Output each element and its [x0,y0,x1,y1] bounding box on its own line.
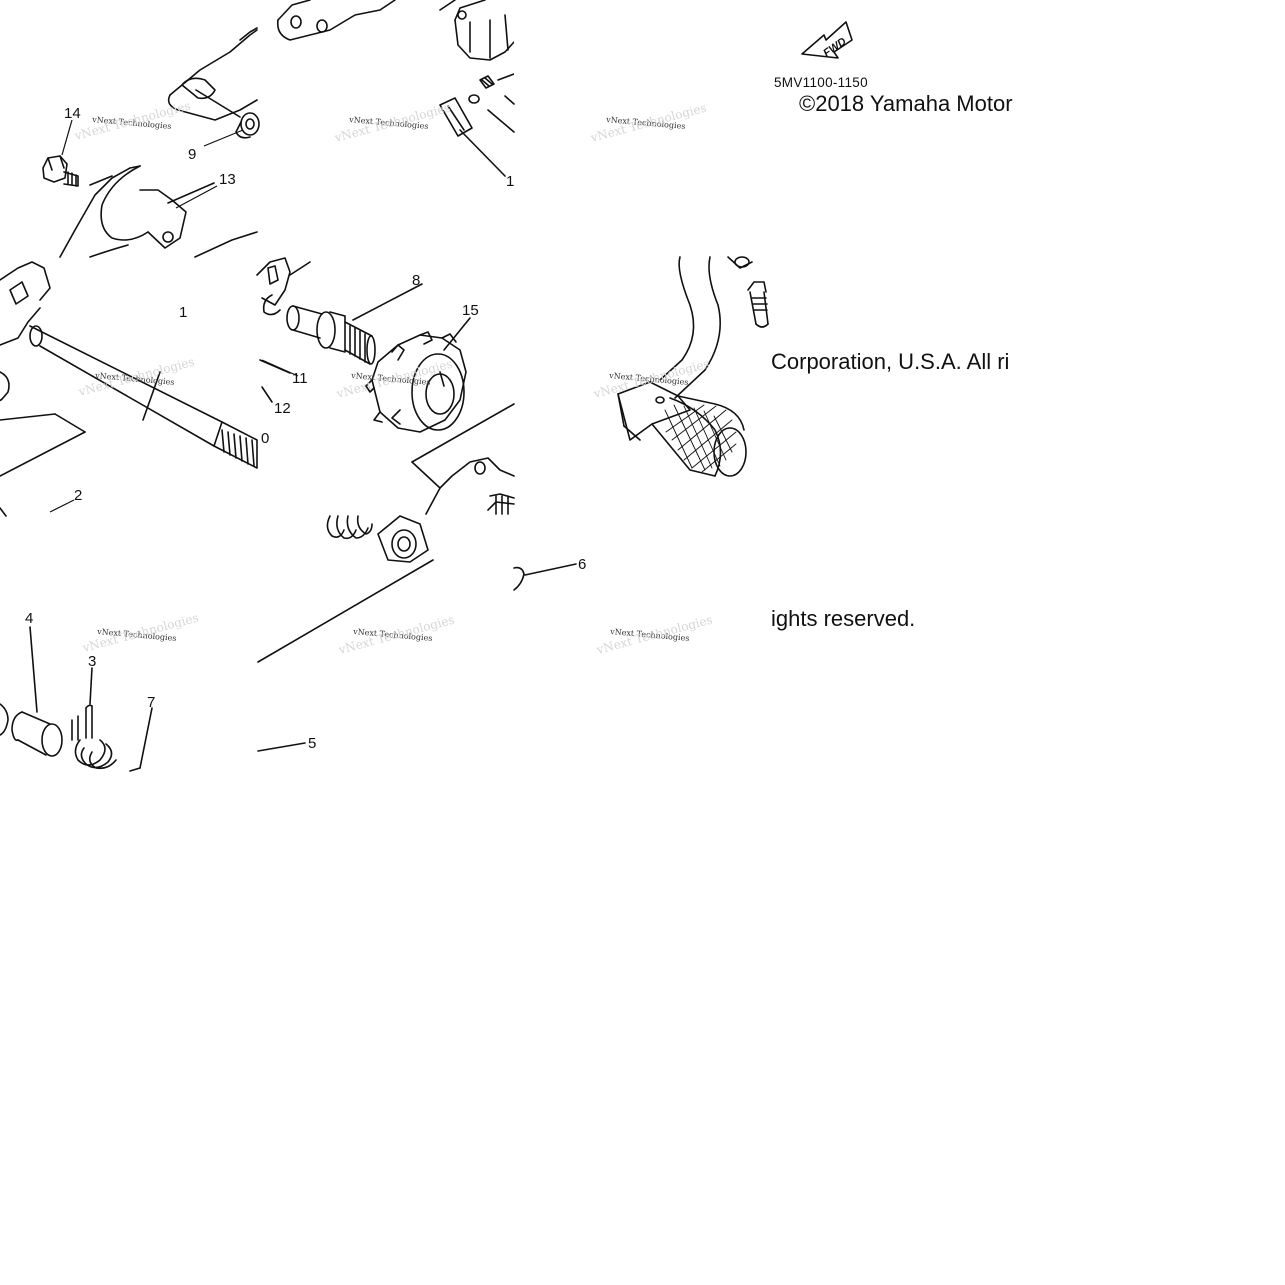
bracket-plate-drawing [276,0,396,41]
callout-3: 3 [88,653,96,670]
callout-6: 6 [578,556,586,573]
shift-arm-13-drawing [59,165,258,258]
knurled-pedal-rubber-drawing [664,404,737,473]
watermark-faint-1: vNext Technologies [72,99,192,144]
callout-16: 1 [506,173,514,190]
callout-11: 11 [292,370,308,387]
fwd-arrow-icon [801,21,853,59]
segment-pin-8-drawing [286,283,423,365]
bolt-14-drawing [42,155,79,187]
callout-15: 15 [462,302,479,319]
spring-7-drawing [74,707,153,772]
callout-2: 2 [74,487,82,504]
part-code: 5MV1100-1150 [774,75,868,90]
shift-pedal-drawing [617,256,769,477]
callout-5: 5 [308,735,316,752]
callout-8: 8 [412,272,420,289]
copyright-line-2: Corporation, U.S.A. All ri [771,349,1010,374]
watermarks: vNext Technologies vNext Technologies vN… [72,99,714,658]
callout-1: 1 [179,304,187,321]
callout-7: 7 [147,694,155,711]
shift-bracket-drawing [167,27,258,121]
copyright-line-1: ©2018 Yamaha Motor [799,91,1013,116]
clip-6-drawing [513,563,577,591]
callout-13: 13 [219,171,236,188]
callout-10: 0 [261,430,269,447]
callout-leaders [49,119,299,513]
callout-14: 14 [64,105,81,122]
callout-9: 9 [188,146,196,163]
return-spring-drawing [326,515,373,540]
callout-4: 4 [25,610,33,627]
collar-4-drawing [0,626,63,757]
tile-gap-top-right [514,0,771,100]
stopper-lever-drawing [439,0,515,177]
callout-12: 12 [274,400,291,417]
copyright-line-3: ights reserved. [771,606,916,631]
bearing-drawing [257,515,434,752]
stopper-segment-drawing [256,257,311,316]
callout-labels: 14 9 13 1 1 8 15 11 12 0 2 6 4 3 7 5 [25,105,586,752]
washer-9-drawing [235,112,260,139]
dowel-pin-3-drawing [71,667,93,741]
shift-shaft-drawing [0,261,258,517]
shift-drum-segment-15-drawing [259,317,515,515]
